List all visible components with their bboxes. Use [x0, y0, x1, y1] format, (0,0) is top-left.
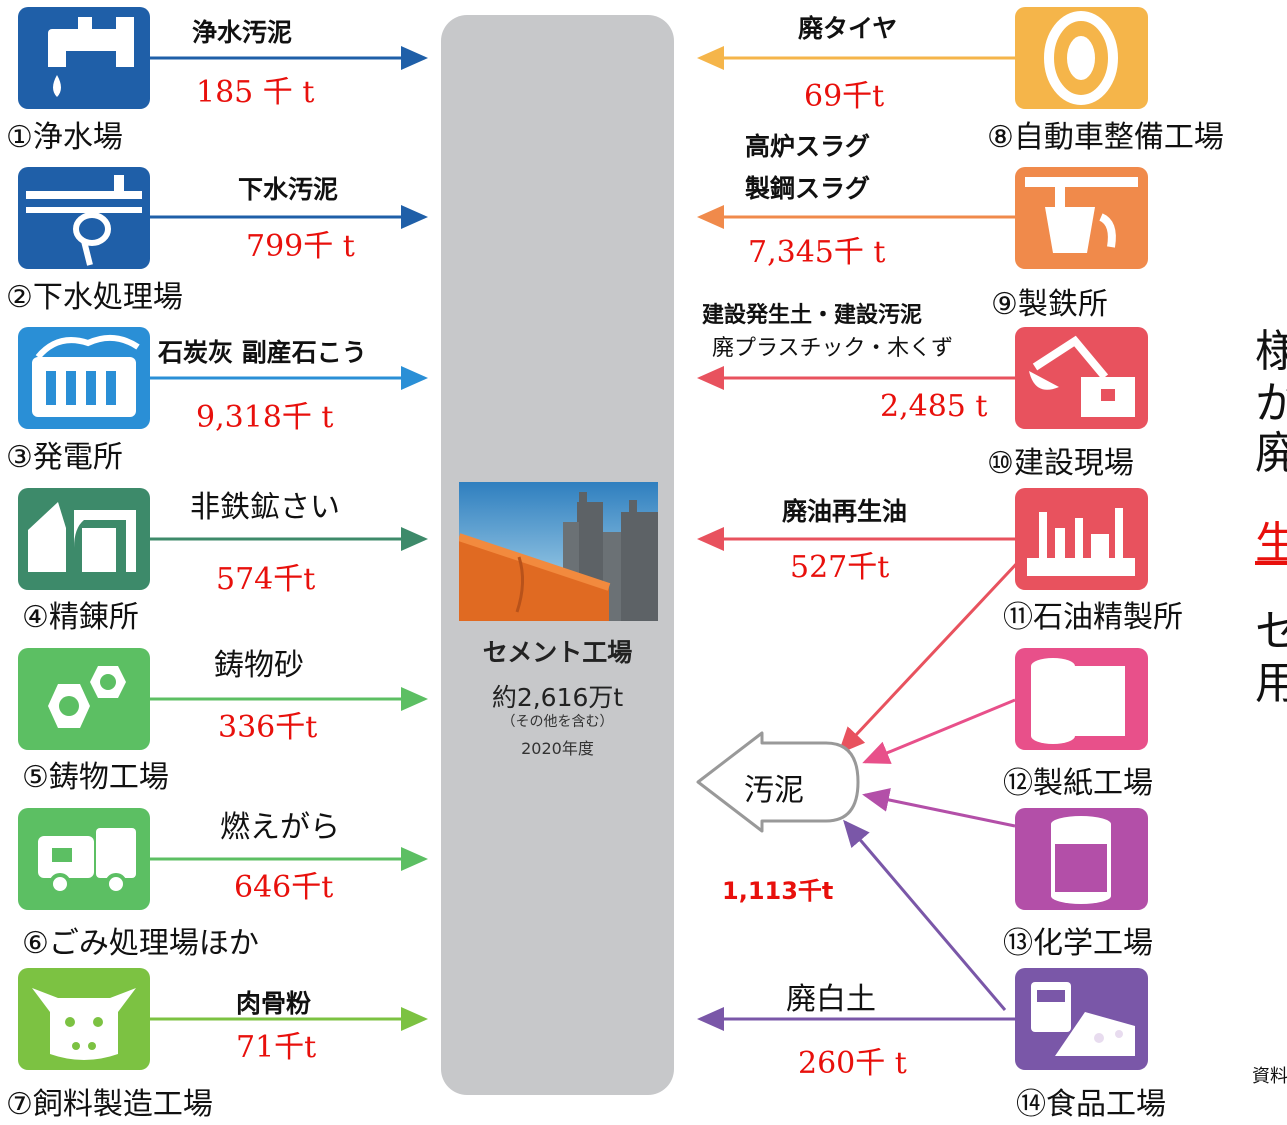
facility-label-14: ⑭食品工場: [1016, 1087, 1166, 1122]
garbage-truck-icon: [18, 808, 150, 910]
amount-label-8: 69千t: [804, 79, 885, 114]
factory-note: （その他を含む）: [501, 714, 614, 730]
factory-year: 2020年度: [521, 739, 594, 758]
facility-label-8: ⑧自動車整備工場: [987, 120, 1224, 155]
tire-icon: [1015, 7, 1148, 109]
amount-label-5: 336千t: [218, 710, 318, 745]
smelter-icon: [18, 488, 150, 590]
sludge-label: 汚泥: [744, 773, 804, 808]
side-text-char-3: 廃: [1255, 428, 1287, 479]
facility-label-2: ②下水処理場: [6, 280, 183, 315]
factory-name: セメント工場: [482, 638, 633, 667]
facility-label-7: ⑦飼料製造工場: [6, 1087, 213, 1122]
material-label-10b: 廃プラスチック・木くず: [712, 336, 954, 361]
amount-label-9: 7,345千 t: [748, 235, 886, 270]
power-plant-icon: [18, 327, 150, 429]
amount-label-4: 574千t: [216, 562, 316, 597]
material-label-9a: 高炉スラグ: [745, 132, 871, 161]
food-cheese-icon: [1015, 968, 1148, 1070]
material-label-8: 廃タイヤ: [798, 14, 898, 43]
excavator-icon: [1015, 327, 1148, 429]
sewage-pipe-icon: [18, 167, 150, 269]
steel-ladle-icon: [1015, 167, 1148, 269]
chemical-drum-icon: [1015, 808, 1148, 910]
material-label-7: 肉骨粉: [236, 989, 312, 1018]
cement-factory-illustration: [457, 482, 658, 621]
facility-label-13: ⑬化学工場: [1003, 926, 1153, 961]
facility-label-6: ⑥ごみ処理場ほか: [22, 926, 259, 961]
side-text-char-1: 様: [1255, 326, 1287, 377]
foundry-nut-icon: [18, 648, 150, 750]
facility-label-1: ①浄水場: [6, 120, 123, 155]
material-label-10a: 建設発生土・建設汚泥: [702, 303, 923, 328]
side-text-char-4: 生: [1255, 518, 1287, 569]
amount-label-2: 799千 t: [246, 229, 355, 264]
water-tap-icon: [18, 7, 150, 109]
amount-label-7: 71千t: [236, 1030, 317, 1065]
source-note: 資料: [1252, 1066, 1287, 1087]
facility-label-9: ⑨製鉄所: [991, 287, 1108, 322]
material-label-2: 下水汚泥: [238, 175, 339, 204]
material-label-3: 石炭灰 副産石こう: [158, 338, 367, 367]
factory-amount: 約2,616万t: [491, 683, 624, 712]
facility-label-5: ⑤鋳物工場: [22, 760, 169, 795]
facility-label-10: ⑩建設現場: [987, 446, 1134, 481]
material-label-9b: 製鋼スラグ: [745, 174, 871, 203]
material-label-1: 浄水汚泥: [192, 18, 293, 47]
material-label-11: 廃油再生油: [782, 497, 908, 526]
paper-roll-icon: [1015, 648, 1148, 750]
amount-label-11: 527千t: [790, 550, 890, 585]
amount-label-10: 2,485 t: [880, 389, 988, 424]
facility-label-11: ⑪石油精製所: [1003, 600, 1183, 635]
facility-label-12: ⑫製紙工場: [1003, 766, 1153, 801]
sludge-amount: 1,113千t: [722, 877, 834, 905]
facility-label-4: ④精錬所: [22, 600, 139, 635]
material-label-4: 非鉄鉱さい: [190, 490, 340, 525]
material-label-14: 廃白土: [786, 982, 876, 1017]
side-text-char-5: セ: [1255, 606, 1287, 657]
facility-label-3: ③発電所: [6, 440, 123, 475]
side-text-char-2: か: [1255, 378, 1287, 429]
amount-label-3: 9,318千 t: [196, 400, 334, 435]
amount-label-6: 646千t: [234, 870, 334, 905]
amount-label-14: 260千 t: [798, 1046, 907, 1081]
cow-icon: [18, 968, 150, 1070]
material-label-6: 燃えがら: [220, 810, 340, 845]
material-label-5: 鋳物砂: [214, 648, 304, 683]
amount-label-1: 185 千 t: [196, 75, 315, 110]
side-text-char-6: 用: [1255, 658, 1287, 709]
refinery-icon: [1015, 488, 1148, 590]
